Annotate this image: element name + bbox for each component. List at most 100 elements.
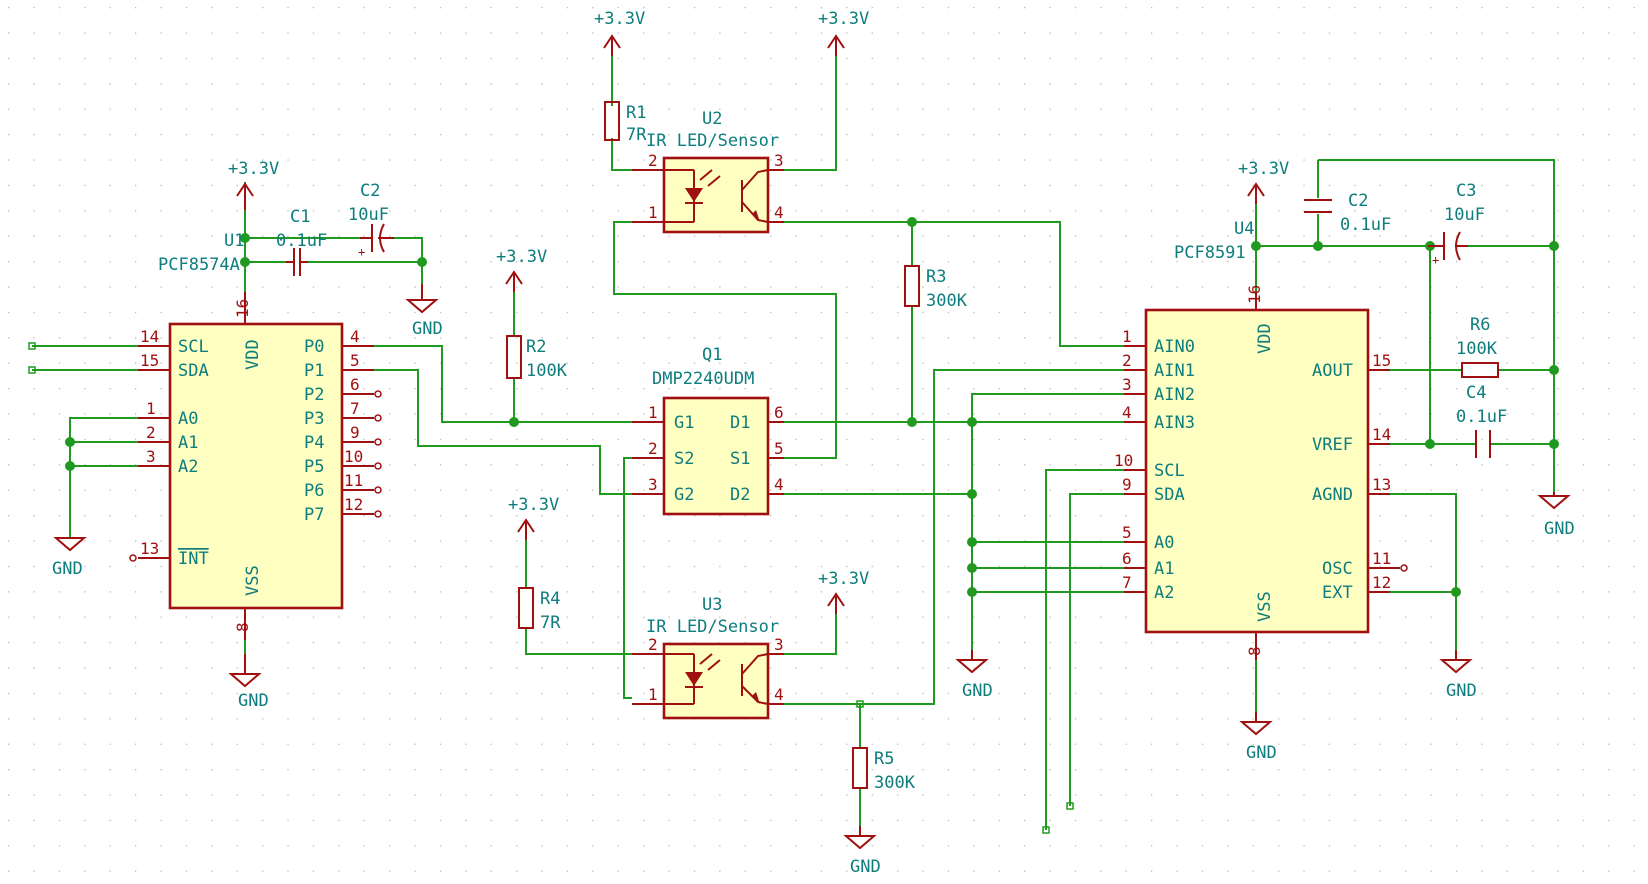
power-labels: +3.3V +3.3V +3.3V +3.3V +3.3V +3.3V +3.3…: [52, 9, 1575, 877]
c3-ref: C3: [1456, 181, 1476, 201]
u4-pin-name: AIN2: [1154, 385, 1195, 405]
u4-pin-num: 11: [1372, 549, 1391, 568]
u1-pin-num: 11: [344, 471, 363, 490]
vcc-u4: [1247, 182, 1265, 204]
gnd-label-r5: GND: [850, 857, 881, 877]
u4-pin-name: VSS: [1255, 591, 1275, 622]
u1-pin-num: 12: [344, 495, 363, 514]
u4-pin-name: VREF: [1312, 435, 1353, 455]
r3-resistor: R3 300K: [904, 265, 968, 311]
u4-pin-num: 8: [1245, 646, 1264, 656]
u2-pin-num: 4: [774, 203, 784, 222]
vcc-label-u4: +3.3V: [1238, 159, 1289, 179]
c2-value: 10uF: [348, 205, 389, 225]
r3-value: 300K: [926, 291, 968, 311]
q1-mosfet: Q1 DMP2240UDM 1 2 3 G1 S2 G2 6 5 4 D1 S1…: [632, 345, 784, 516]
c3-value: 10uF: [1444, 205, 1485, 225]
gnd-label-u1: GND: [238, 691, 269, 711]
u4-pin-name: AGND: [1312, 485, 1353, 505]
u4-pin-num: 16: [1245, 285, 1264, 304]
u3-ref: U3: [702, 595, 722, 615]
u4-pin-name: AIN1: [1154, 361, 1195, 381]
u4-pin-num: 5: [1122, 523, 1132, 542]
r6-value: 100K: [1456, 339, 1498, 359]
r2-value: 100K: [526, 361, 568, 381]
q1-value: DMP2240UDM: [652, 369, 754, 389]
u1-pin-num: 10: [344, 447, 363, 466]
u4-pin-num: 9: [1122, 475, 1132, 494]
c2-ref: C2: [360, 181, 380, 201]
u1-pin-num: 14: [140, 327, 159, 346]
c4-capacitor: C4 0.1uF: [1456, 383, 1507, 458]
r4-resistor: R4 7R: [518, 587, 561, 633]
u1-pcf8574a: U1 PCF8574A 14 15 1 2 3 13 SCL SDA A0 A1…: [129, 231, 382, 640]
gnd-label-u4: GND: [1246, 743, 1277, 763]
u1-pin-name: A2: [178, 457, 198, 477]
u1-pin-num: 3: [146, 447, 156, 466]
u4-pin-num: 13: [1372, 475, 1391, 494]
r3-ref: R3: [926, 267, 946, 287]
u4-pin-num: 7: [1122, 573, 1132, 592]
r6-ref: R6: [1470, 315, 1490, 335]
r5-ref: R5: [874, 749, 894, 769]
u2-value: IR LED/Sensor: [646, 131, 779, 151]
gnd-u1-addr: [53, 537, 87, 552]
q1-ref: Q1: [702, 345, 722, 365]
vcc-label-r4: +3.3V: [508, 495, 559, 515]
vcc-label-u2: +3.3V: [818, 9, 869, 29]
u4-pin-num: 3: [1122, 375, 1132, 394]
u1-pin-name: VDD: [243, 339, 263, 370]
u4-pin-name: A2: [1154, 583, 1174, 603]
u4-pin-num: 14: [1372, 425, 1391, 444]
vcc-label-r1: +3.3V: [594, 9, 645, 29]
u1-pin-num: 9: [350, 423, 360, 442]
u3-pin-num: 3: [774, 635, 784, 654]
gnd-label-u4-addr: GND: [962, 681, 993, 701]
u4-pin-name: VDD: [1255, 323, 1275, 354]
u1-value: PCF8574A: [158, 255, 240, 275]
u2-pin-num: 3: [774, 151, 784, 170]
q1-pin-num: 2: [648, 439, 658, 458]
u4-pin-num: 1: [1122, 327, 1132, 346]
r1-value: 7R: [626, 125, 647, 145]
gnd-label-u1-addr: GND: [52, 559, 83, 579]
power-symbols: [53, 34, 1571, 850]
u2-pin-num: 1: [648, 203, 658, 222]
vcc-r1: [603, 34, 621, 56]
u1-pin-name: INT: [178, 549, 209, 569]
u1-pin-num: 6: [350, 375, 360, 394]
q1-pin-num: 1: [648, 403, 658, 422]
vcc-label-u1: +3.3V: [228, 159, 279, 179]
u1-pin-name: A1: [178, 433, 198, 453]
c1-ref: C1: [290, 207, 310, 227]
r5-value: 300K: [874, 773, 916, 793]
c1-capacitor: C1 0.1uF: [276, 207, 327, 276]
c1-value: 0.1uF: [276, 231, 327, 251]
u2-ref: U2: [702, 109, 722, 129]
c2b-value: 0.1uF: [1340, 215, 1391, 235]
u1-pin-name: SDA: [178, 361, 209, 381]
gnd-label-caps: GND: [412, 319, 443, 339]
u3-value: IR LED/Sensor: [646, 617, 779, 637]
vcc-r2: [505, 270, 523, 292]
gnd-label-agnd: GND: [1446, 681, 1477, 701]
u1-pin-name: P1: [304, 361, 324, 381]
u3-pin-num: 2: [648, 635, 658, 654]
c3-capacitor: + C3 10uF: [1428, 181, 1485, 267]
u4-pin-num: 4: [1122, 403, 1132, 422]
u1-pin-num: 2: [146, 423, 156, 442]
q1-pin-num: 4: [774, 475, 784, 494]
u4-pin-name: AIN0: [1154, 337, 1195, 357]
c2-capacitor-right: C2 0.1uF: [1304, 191, 1391, 235]
u3-pin-num: 4: [774, 685, 784, 704]
q1-pin-num: 3: [648, 475, 658, 494]
vcc-label-r2: +3.3V: [496, 247, 547, 267]
vcc-label-u3: +3.3V: [818, 569, 869, 589]
vcc-u2: [827, 34, 845, 56]
u4-pin-name: SDA: [1154, 485, 1185, 505]
svg-text:+: +: [1432, 253, 1439, 267]
u4-pin-num: 10: [1114, 451, 1133, 470]
u4-pin-name: AIN3: [1154, 413, 1195, 433]
u4-pin-name: A0: [1154, 533, 1174, 553]
